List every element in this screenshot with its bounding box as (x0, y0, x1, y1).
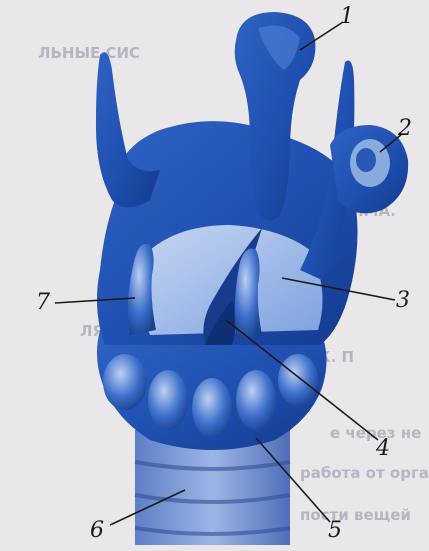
callout-label-2: 2 (398, 118, 412, 140)
callout-label-7: 7 (36, 292, 50, 314)
cricoid-shape (97, 330, 327, 450)
callout-label-1: 1 (340, 6, 354, 28)
callout-label-6: 6 (90, 520, 104, 542)
left-horn-shape (96, 52, 160, 207)
callout-label-5: 5 (328, 520, 342, 542)
callout-label-4: 4 (376, 438, 390, 460)
callout-label-3: 3 (396, 290, 410, 312)
